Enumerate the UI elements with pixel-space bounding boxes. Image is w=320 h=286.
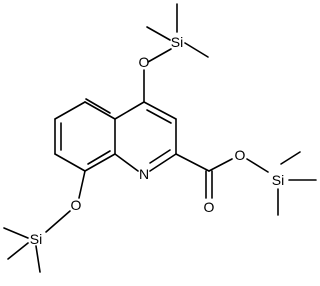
bond-si-left-methyl-downleft (7, 242, 29, 260)
bond-c4-c3 (143, 101, 177, 120)
bond-si-left-methyl-down (35, 245, 41, 273)
atom-si-left: Si (30, 231, 42, 247)
bond-ccarbonyl-o-ester (208, 158, 233, 172)
bond-o-left-si-left (45, 210, 71, 233)
atom-o-left: O (71, 197, 82, 213)
bonds (3, 3, 317, 273)
bond-o-ester-si-ester (246, 158, 269, 173)
atom-si-top: Si (171, 34, 183, 50)
bond-c2-n (149, 153, 177, 172)
atom-o-top: O (139, 54, 150, 70)
atom-o-carbonyl: O (204, 199, 215, 215)
bond-c5-c6 (54, 101, 86, 120)
bond-si-left-methyl-left (3, 227, 29, 239)
bond-n-c8a (114, 153, 139, 172)
bond-c4-c3-double (146, 109, 172, 124)
bond-c8-o-left (78, 170, 86, 199)
bond-c2-ccarbonyl (175, 153, 210, 172)
bond-si-ester-methyl-up (280, 151, 301, 165)
atom-n-ring: N (139, 166, 149, 182)
bond-c8-c8a-double (87, 150, 111, 165)
bond-c4a-c5 (84, 101, 116, 120)
atom-si-ester: Si (272, 172, 284, 188)
atom-o-ester: O (235, 147, 246, 163)
bond-c8-c8a (84, 153, 116, 172)
bond-c2-n-double (149, 149, 171, 164)
atom-labels: Si O N O O Si O Si (30, 34, 284, 247)
bond-si-top-o (147, 48, 172, 63)
bond-si-top-methyl-left (146, 26, 171, 41)
bond-c4a-c5-double (85, 98, 111, 114)
bond-si-top-methyl-right (184, 42, 209, 58)
bond-c7-c8 (54, 153, 86, 172)
bond-c4a-c4 (114, 101, 145, 120)
